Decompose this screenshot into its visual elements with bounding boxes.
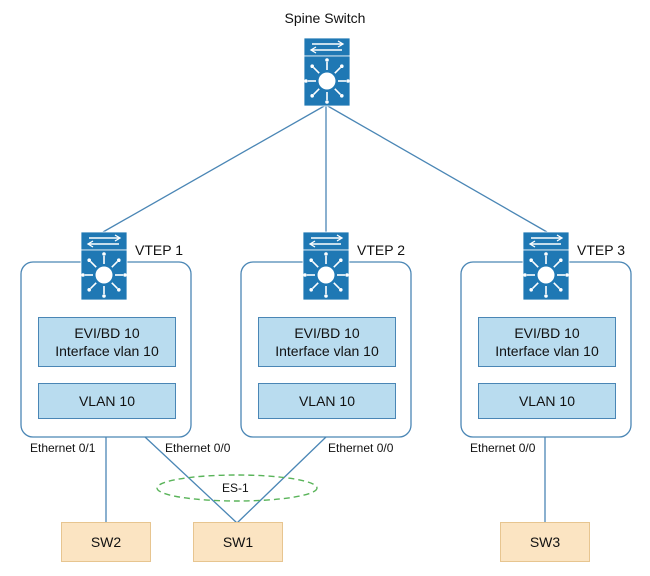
vtep1-evi-card: EVI/BD 10 Interface vlan 10 bbox=[38, 317, 176, 367]
vtep3-evi-line2: Interface vlan 10 bbox=[495, 343, 599, 359]
es-1-label: ES-1 bbox=[222, 481, 249, 495]
vtep1-name: VTEP 1 bbox=[135, 242, 183, 258]
vtep2-evi-line1: EVI/BD 10 bbox=[294, 325, 360, 341]
sw1-box: SW1 bbox=[193, 522, 283, 562]
vtep3-evi-card: EVI/BD 10 Interface vlan 10 bbox=[478, 317, 616, 367]
vtep1-port-eth0-0: Ethernet 0/0 bbox=[165, 441, 231, 455]
spine-switch-icon bbox=[303, 37, 351, 107]
vtep1-vlan-card: VLAN 10 bbox=[38, 383, 176, 419]
spine-switch-title: Spine Switch bbox=[284, 10, 366, 26]
vtep1-evi-line1: EVI/BD 10 bbox=[74, 325, 140, 341]
vtep3-port-eth0-0: Ethernet 0/0 bbox=[470, 441, 536, 455]
vtep3-switch-icon bbox=[522, 231, 570, 301]
sw3-box: SW3 bbox=[500, 522, 590, 562]
vtep1-switch-icon bbox=[80, 231, 128, 301]
link-spine-vtep1 bbox=[102, 104, 327, 233]
vtep2-vlan-card: VLAN 10 bbox=[258, 383, 396, 419]
link-vtep1-sw1 bbox=[144, 436, 238, 524]
vtep2-name: VTEP 2 bbox=[357, 242, 405, 258]
sw2-label: SW2 bbox=[90, 534, 122, 550]
vtep2-switch-icon bbox=[302, 231, 350, 301]
es-1-ring bbox=[156, 474, 318, 502]
vtep1-port-eth0-1: Ethernet 0/1 bbox=[30, 441, 96, 455]
vtep3-name: VTEP 3 bbox=[577, 242, 625, 258]
vtep3-evi-line1: EVI/BD 10 bbox=[514, 325, 580, 341]
link-spine-vtep3 bbox=[325, 104, 548, 233]
vtep1-vlan-label: VLAN 10 bbox=[78, 393, 136, 409]
sw3-label: SW3 bbox=[529, 534, 561, 550]
vtep2-evi-line2: Interface vlan 10 bbox=[275, 343, 379, 359]
vtep3-vlan-label: VLAN 10 bbox=[518, 393, 576, 409]
vtep2-port-eth0-0: Ethernet 0/0 bbox=[328, 441, 394, 455]
vtep1-evi-line2: Interface vlan 10 bbox=[55, 343, 159, 359]
sw2-box: SW2 bbox=[61, 522, 151, 562]
link-vtep2-sw1 bbox=[236, 436, 327, 524]
vtep2-evi-card: EVI/BD 10 Interface vlan 10 bbox=[258, 317, 396, 367]
vtep3-vlan-card: VLAN 10 bbox=[478, 383, 616, 419]
vtep2-vlan-label: VLAN 10 bbox=[298, 393, 356, 409]
sw1-label: SW1 bbox=[222, 534, 254, 550]
